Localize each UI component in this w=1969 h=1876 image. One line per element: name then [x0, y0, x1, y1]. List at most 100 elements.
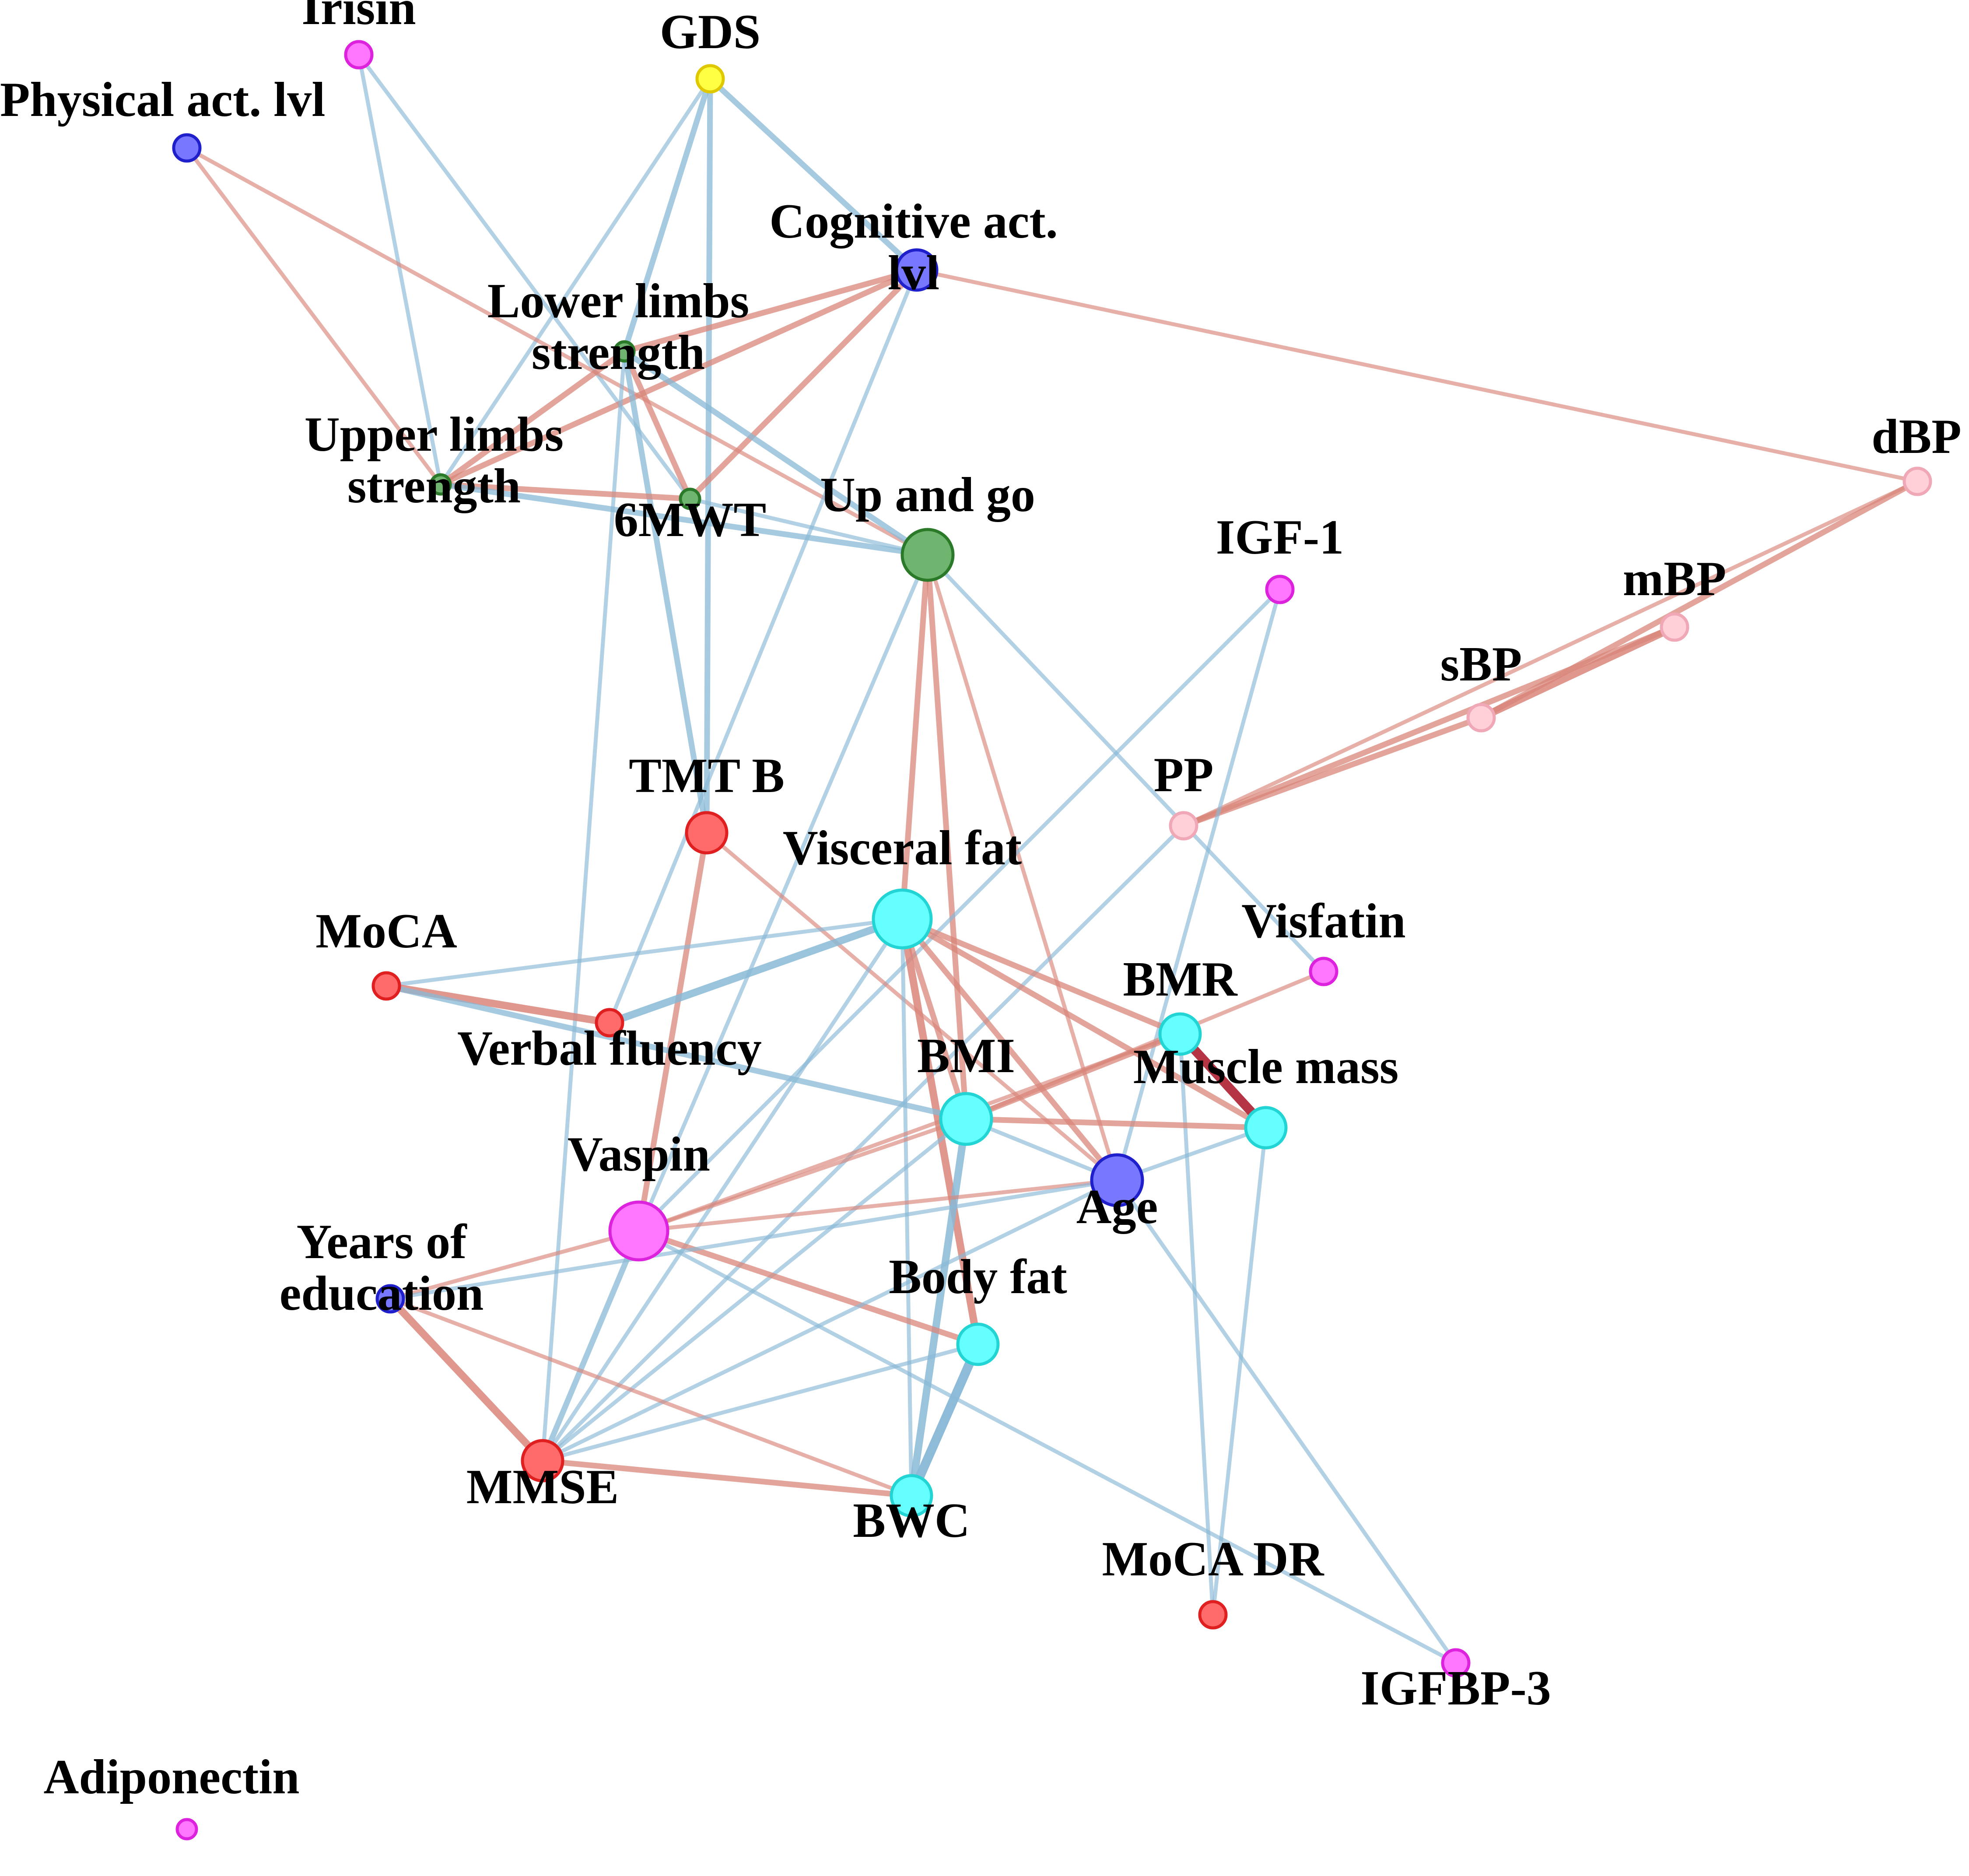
edge-vaspin-age: [637, 1178, 1119, 1233]
node-lower_limbs[interactable]: [613, 340, 636, 363]
node-label-physical_act: Physical act. lvl: [0, 73, 325, 127]
node-label-line: strength: [347, 459, 521, 513]
node-label-line: BMI: [917, 1029, 1015, 1083]
edge-physical_act-up_and_go: [185, 146, 930, 557]
node-moca[interactable]: [371, 971, 401, 1001]
edge-cognitive_act-lower_limbs: [621, 267, 920, 354]
node-label-line: Physical act. lvl: [0, 73, 325, 127]
edge-bmi-age: [964, 1117, 1119, 1182]
node-label-line: lvl: [888, 246, 939, 300]
node-years_edu[interactable]: [375, 1284, 405, 1314]
edge-gds-tmtb: [704, 76, 713, 836]
node-label-visfatin: Visfatin: [1241, 894, 1405, 948]
node-up_and_go[interactable]: [900, 528, 955, 582]
node-upper_limbs[interactable]: [429, 473, 452, 496]
edge-years_edu-bwc: [388, 1297, 914, 1498]
edge-upper_limbs-up_and_go: [438, 481, 931, 558]
node-mmse[interactable]: [521, 1439, 564, 1483]
node-label-line: TMT B: [629, 749, 785, 803]
node-visceral_fat[interactable]: [872, 888, 933, 950]
edge-layer: [185, 53, 1920, 1665]
node-physical_act[interactable]: [172, 133, 202, 163]
edge-bmi-bwc: [907, 1115, 970, 1500]
node-irisin[interactable]: [344, 40, 374, 70]
node-label-bwc: BWC: [853, 1494, 970, 1548]
node-dbp[interactable]: [1902, 466, 1932, 496]
node-label-adiponectin: Adiponectin: [44, 1750, 300, 1804]
node-igf1[interactable]: [1265, 575, 1295, 604]
node-sbp[interactable]: [1466, 703, 1496, 733]
edge-up_and_go-age: [925, 553, 1119, 1182]
node-adiponectin[interactable]: [175, 1818, 198, 1841]
node-moca_dr[interactable]: [1198, 1600, 1228, 1630]
node-label-line: dBP: [1871, 410, 1961, 464]
node-muscle_mass[interactable]: [1244, 1106, 1288, 1150]
edge-cognitive_act-upper_limbs: [438, 267, 920, 487]
edge-visceral_fat-bwc: [900, 917, 914, 1498]
edge-visceral_fat-body_fat: [898, 915, 982, 1348]
node-visfatin[interactable]: [1309, 957, 1338, 986]
edge-age-mmse: [540, 1178, 1119, 1463]
edge-dbp-pp: [1181, 479, 1920, 828]
node-6mwt[interactable]: [679, 487, 701, 510]
node-label-verbal_fluency: Verbal fluency: [457, 1021, 762, 1076]
node-vaspin[interactable]: [608, 1200, 669, 1262]
node-age[interactable]: [1090, 1153, 1144, 1207]
edge-up_and_go-visfatin: [925, 553, 1326, 974]
node-label-line: MoCA DR: [1102, 1532, 1324, 1586]
edge-bmr-moca_dr: [1178, 1032, 1215, 1617]
node-label-line: BMR: [1123, 952, 1237, 1006]
node-bwc[interactable]: [890, 1474, 933, 1518]
node-label-up_and_go: Up and go: [820, 468, 1035, 522]
node-cognitive_act[interactable]: [895, 248, 939, 292]
edge-tmtb-vaspin: [636, 830, 710, 1234]
node-label-mbp: mBP: [1623, 552, 1726, 606]
node-label-line: MMSE: [466, 1460, 619, 1514]
edge-up_and_go-vaspin: [637, 553, 930, 1233]
edge-years_edu-mmse: [386, 1295, 547, 1465]
node-label-pp: PP: [1154, 748, 1214, 802]
node-label-visceral_fat: Visceral fat: [783, 821, 1022, 875]
node-label-muscle_mass: Muscle mass: [1133, 1040, 1399, 1094]
node-label-igf1: IGF-1: [1216, 510, 1344, 565]
edge-igf1-age: [1115, 587, 1282, 1182]
edge-cognitive_act-verbal_fluency: [607, 268, 919, 1025]
node-pp[interactable]: [1169, 811, 1198, 841]
edge-bmi-vaspin: [637, 1117, 968, 1233]
node-label-mmse: MMSE: [466, 1460, 619, 1514]
node-igfbp3[interactable]: [1441, 1648, 1471, 1678]
node-bmi[interactable]: [939, 1092, 993, 1146]
node-bmr[interactable]: [1158, 1012, 1202, 1056]
edge-age-igfbp3: [1115, 1178, 1458, 1665]
node-label-line: Visceral fat: [783, 821, 1022, 875]
node-label-line: Upper limbs: [305, 407, 564, 462]
edge-gds-upper_limbs: [438, 77, 712, 487]
edge-moca-bmi: [383, 983, 969, 1122]
edge-body_fat-bwc: [907, 1339, 983, 1501]
edge-mbp-pp: [1181, 624, 1678, 829]
node-tmtb[interactable]: [685, 811, 729, 855]
node-body_fat[interactable]: [956, 1322, 1000, 1366]
edge-cognitive_act-dbp: [914, 268, 1920, 484]
node-label-cognitive_act: Cognitive act.lvl: [769, 194, 1058, 300]
edge-visceral_fat-age: [899, 916, 1120, 1183]
node-label-line: Age: [1076, 1180, 1158, 1234]
node-label-igfbp3: IGFBP-3: [1360, 1661, 1551, 1715]
edge-igf1-vaspin: [637, 587, 1282, 1233]
node-label-age: Age: [1076, 1180, 1158, 1234]
node-label-line: education: [280, 1266, 484, 1321]
node-label-line: strength: [532, 326, 705, 380]
edge-up_and_go-visceral_fat: [899, 552, 931, 922]
node-label-line: Adiponectin: [44, 1750, 300, 1804]
node-label-line: Up and go: [820, 468, 1035, 522]
edge-visceral_fat-mmse: [540, 917, 904, 1463]
node-mbp[interactable]: [1660, 612, 1689, 642]
node-gds[interactable]: [695, 64, 725, 94]
node-label-line: mBP: [1623, 552, 1726, 606]
node-label-bmi: BMI: [917, 1029, 1015, 1083]
node-verbal_fluency[interactable]: [595, 1008, 624, 1038]
edge-age-years_edu: [388, 1178, 1119, 1301]
edge-vaspin-mmse: [540, 1228, 642, 1464]
